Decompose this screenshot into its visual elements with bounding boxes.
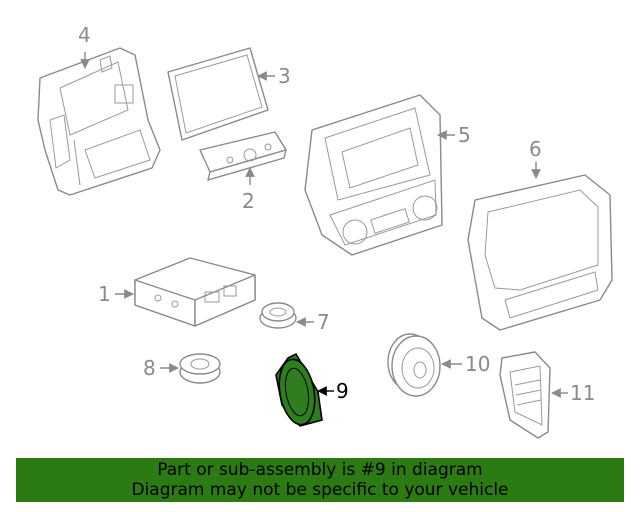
callout-3: 3 [257, 64, 291, 88]
callout-4-label: 4 [78, 23, 91, 47]
callout-2: 2 [242, 167, 255, 213]
part-7-tweeter [259, 302, 297, 329]
part-8-tweeter [179, 353, 221, 384]
callout-10: 10 [441, 352, 490, 376]
callout-8-label: 8 [143, 356, 156, 380]
part-11-amplifier [499, 351, 551, 439]
callout-7: 7 [296, 310, 330, 334]
callout-5-label: 5 [458, 123, 471, 147]
part-9-speaker [275, 352, 323, 427]
callout-9: 9 [317, 379, 349, 403]
banner-line-part: Part or sub-assembly is #9 in diagram [157, 460, 483, 480]
part-6-trim-frame [467, 174, 613, 331]
callout-11-label: 11 [570, 381, 595, 405]
callout-3-label: 3 [278, 64, 291, 88]
part-5-bezel [304, 94, 443, 256]
banner-line-disclaimer: Diagram may not be specific to your vehi… [131, 480, 509, 500]
part-4-bracket [37, 47, 161, 196]
callout-5: 5 [437, 123, 471, 147]
callout-8: 8 [143, 356, 179, 380]
callout-1: 1 [98, 282, 134, 306]
part-2-control-panel [199, 131, 287, 181]
callout-6: 6 [529, 137, 542, 179]
part-info-banner: Part or sub-assembly is #9 in diagram Di… [16, 458, 624, 502]
callout-1-label: 1 [98, 282, 111, 306]
callout-2-label: 2 [242, 189, 255, 213]
part-3-display [167, 47, 269, 141]
callout-11: 11 [551, 381, 595, 405]
callout-7-label: 7 [317, 310, 330, 334]
part-10-speaker [387, 333, 441, 397]
callout-10-label: 10 [465, 352, 490, 376]
callout-9-label: 9 [336, 379, 349, 403]
callout-4: 4 [78, 23, 91, 69]
part-1-radio-module [134, 257, 256, 327]
callout-6-label: 6 [529, 137, 542, 161]
